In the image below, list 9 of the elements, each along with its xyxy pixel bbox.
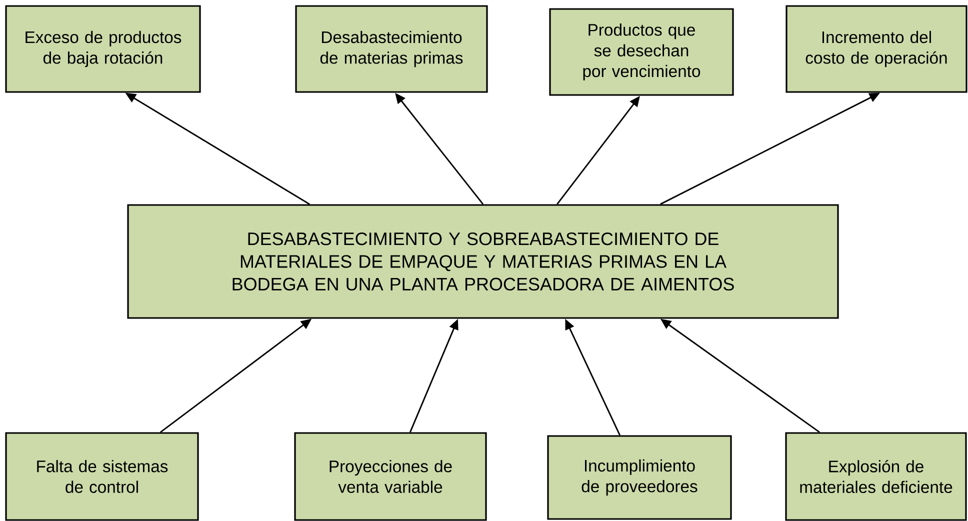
effect-box: Desabastecimiento de materias primas bbox=[295, 5, 488, 93]
cause-box: Proyecciones de venta variable bbox=[294, 432, 487, 521]
problem-box: DESABASTECIMIENTO Y SOBREABASTECIMIENTO DE MATERIALES DE EMPAQUE Y MATERIAS PRIMAS EN LA BODEGA EN UNA PLANTA PROCESADORA DE AIMENTOS bbox=[127, 204, 839, 319]
effect-box: Exceso de productos de baja rotación bbox=[5, 5, 201, 93]
effect-box: Incremento del costo de operación bbox=[786, 5, 968, 93]
effect-box: Productos que se desechan por vencimiento bbox=[549, 8, 734, 96]
cause-box: Falta de sistemas de control bbox=[5, 432, 199, 521]
cause-box: Explosión de materiales deficiente bbox=[785, 432, 967, 521]
cause-box: Incumplimiento de proveedores bbox=[547, 435, 732, 520]
